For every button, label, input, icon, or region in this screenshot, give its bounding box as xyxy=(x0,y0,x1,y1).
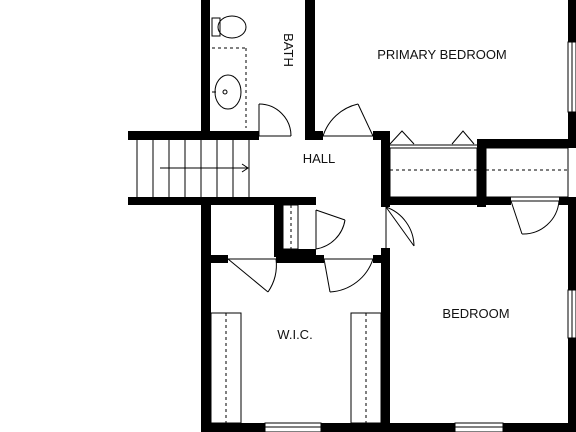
wall-hall-top-mid xyxy=(305,131,323,140)
door-swing-icon xyxy=(227,258,277,293)
door-swing-icon xyxy=(323,258,374,293)
wall-linen-top xyxy=(274,197,316,205)
door-swing-icon xyxy=(258,103,292,137)
stairs xyxy=(136,140,250,197)
label-bedroom: BEDROOM xyxy=(442,306,509,321)
wall-wic-left xyxy=(201,197,211,432)
sink-icon xyxy=(212,47,247,128)
wall-wic-right xyxy=(381,248,390,432)
door-swing-icon xyxy=(385,206,415,248)
wall-hall-top-left xyxy=(128,131,259,140)
room-labels: BATH PRIMARY BEDROOM HALL BEDROOM W.I.C. xyxy=(277,33,509,342)
wall-linen-left xyxy=(274,197,283,255)
stair-arrow-icon xyxy=(160,163,249,173)
doors xyxy=(210,103,569,424)
door-swing-icon xyxy=(322,103,374,137)
toilet-icon xyxy=(211,15,247,39)
wall-wic-top-mid xyxy=(276,255,324,263)
closet-shelf xyxy=(485,147,569,198)
closet-shelf xyxy=(389,147,478,198)
wall-bedroom-top-left xyxy=(381,197,511,205)
label-wic: W.I.C. xyxy=(277,327,312,342)
bifold-door-icon xyxy=(389,130,477,146)
label-primary-bedroom: PRIMARY BEDROOM xyxy=(377,47,507,62)
wall-hall-right-upper xyxy=(381,131,390,207)
wall-bath-left xyxy=(201,0,210,140)
windows xyxy=(264,41,576,432)
label-bath: BATH xyxy=(281,33,296,67)
wall-stair-cap-top xyxy=(128,131,137,140)
bath-fixtures xyxy=(211,15,247,128)
label-hall: HALL xyxy=(303,151,336,166)
wall-bottom xyxy=(201,423,576,432)
wall-bedroom-top-right xyxy=(559,197,576,205)
wall-primary-bottom-right xyxy=(477,139,576,148)
wall-closet-partition xyxy=(477,139,486,207)
door-swing-icon xyxy=(510,200,560,235)
wall-bath-right xyxy=(305,0,315,140)
wall-wic-top-left xyxy=(201,255,228,263)
door-swing-icon xyxy=(315,209,346,250)
wall-linen-bottom xyxy=(274,249,316,257)
walls xyxy=(128,0,576,432)
